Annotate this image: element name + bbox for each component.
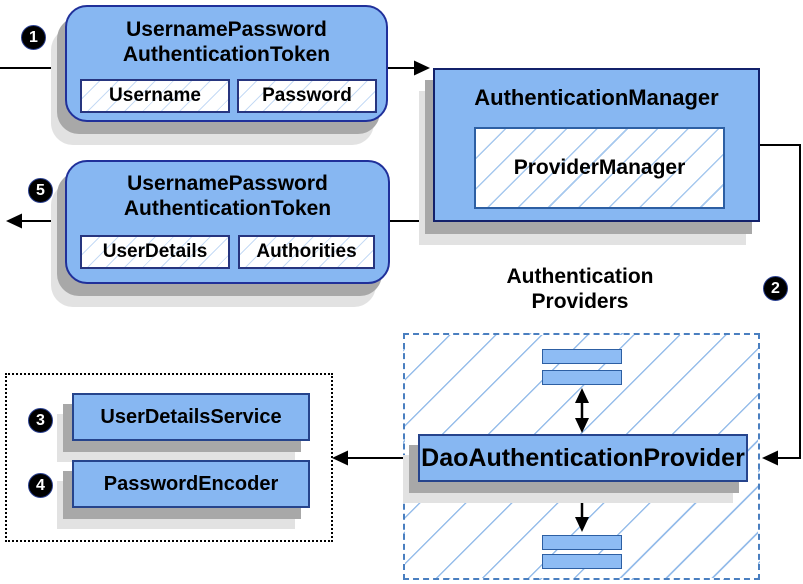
step-2-badge: 2 xyxy=(763,276,788,301)
token-response-title-line1: UsernamePassword xyxy=(127,172,328,195)
authentication-manager-title: AuthenticationManager xyxy=(474,85,719,110)
dao-authentication-provider-box: DaoAuthenticationProvider xyxy=(418,434,748,482)
arrow-step2-to-provider xyxy=(760,144,801,466)
token-request-title-line2: AuthenticationToken xyxy=(122,43,331,66)
userdetails-field-box: UserDetails xyxy=(80,235,230,269)
token-request-title-line1: UsernamePassword xyxy=(126,18,327,41)
provider-manager-box: ProviderManager xyxy=(474,127,725,209)
token-response-title: UsernamePassword AuthenticationToken xyxy=(67,162,388,221)
arrowhead-right-icon xyxy=(414,60,430,76)
provider-placeholder-bar xyxy=(542,349,622,364)
password-field-box: Password xyxy=(237,79,377,113)
user-details-service-box: UserDetailsService xyxy=(72,393,310,441)
token-response-box: UsernamePassword AuthenticationToken Use… xyxy=(65,160,390,284)
arrowhead-left-icon xyxy=(6,213,22,229)
authentication-manager-box: AuthenticationManager ProviderManager xyxy=(433,68,760,222)
provider-placeholder-bar xyxy=(542,535,622,550)
arrowhead-left-icon xyxy=(332,450,348,466)
token-request-box: UsernamePassword AuthenticationToken Use… xyxy=(65,5,388,122)
password-encoder-box: PasswordEncoder xyxy=(72,460,310,508)
providers-heading-line1: Authentication xyxy=(506,265,654,288)
step-4-badge: 4 xyxy=(28,473,53,498)
step-3-badge: 3 xyxy=(28,408,53,433)
authorities-field-box: Authorities xyxy=(238,235,375,269)
providers-heading-line2: Providers xyxy=(531,290,629,313)
token-request-title: UsernamePassword AuthenticationToken xyxy=(67,7,386,67)
username-field-box: Username xyxy=(80,79,230,113)
arrowhead-left-icon xyxy=(762,450,778,466)
step-1-badge: 1 xyxy=(21,25,46,50)
token-response-title-line2: AuthenticationToken xyxy=(123,197,332,220)
authentication-providers-heading: Authentication Providers xyxy=(455,264,705,314)
provider-placeholder-bar xyxy=(542,370,622,385)
provider-placeholder-bar xyxy=(542,554,622,569)
step-5-badge: 5 xyxy=(28,178,53,203)
